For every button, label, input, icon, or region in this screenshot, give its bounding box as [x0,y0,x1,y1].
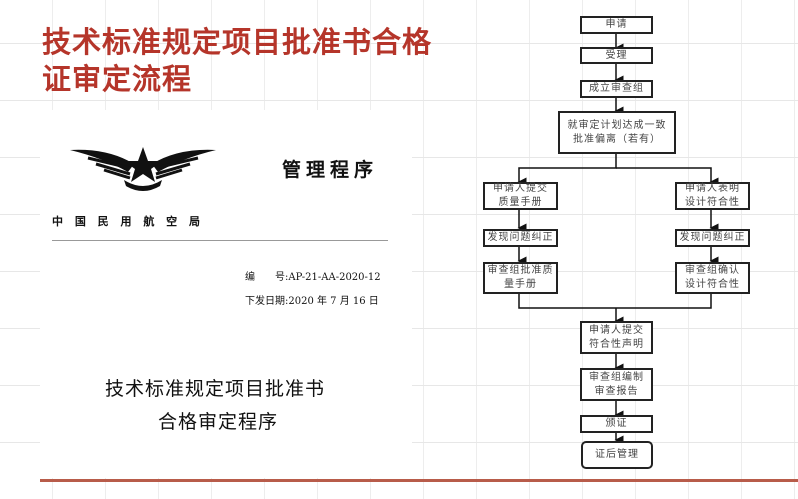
issuer-name: 中 国 民 用 航 空 局 [52,215,200,228]
title-line-1: 技术标准规定项目批准书合格 [42,25,433,59]
step-review-report: 审查组编制 审查报告 [580,368,653,401]
right-step-3: 审查组确认 设计符合性 [675,262,750,294]
right-step-2: 发现问题纠正 [675,229,750,247]
issue-date: 2020 年 7 月 16 日 [288,296,379,307]
title-line-2: 证审定流程 [42,62,193,96]
date-label: 下发日期: [245,296,289,307]
step-plan-agreement: 就审定计划达成一致 批准偏离（若有） [558,111,676,154]
step-apply: 申请 [580,16,653,34]
caac-logo [70,147,216,191]
slide-title: 技术标准规定项目批准书合格 证审定流程 [42,24,432,98]
step-form-team: 成立审查组 [580,80,653,98]
step-compliance-statement: 申请人提交 符合性声明 [580,321,653,354]
step-issue-certificate: 颁证 [580,415,653,433]
left-step-3: 审查组批准质 量手册 [483,262,558,294]
step-accept: 受理 [580,47,653,64]
left-step-2: 发现问题纠正 [483,229,558,247]
number-label: 编 号: [245,272,289,283]
document-cover [40,110,412,478]
document-category: 管理程序 [282,159,379,181]
document-number: AP-21-AA-2020-12 [288,272,381,283]
left-step-1: 申请人提交 质量手册 [483,182,558,210]
doc-title-line-1: 技术标准规定项目批准书 [105,378,326,400]
doc-title-line-2: 合格审定程序 [158,411,279,433]
right-step-1: 申请人表明 设计符合性 [675,182,750,210]
step-post-certificate: 证后管理 [581,441,653,469]
footer-rule [40,479,798,482]
divider [52,240,388,241]
